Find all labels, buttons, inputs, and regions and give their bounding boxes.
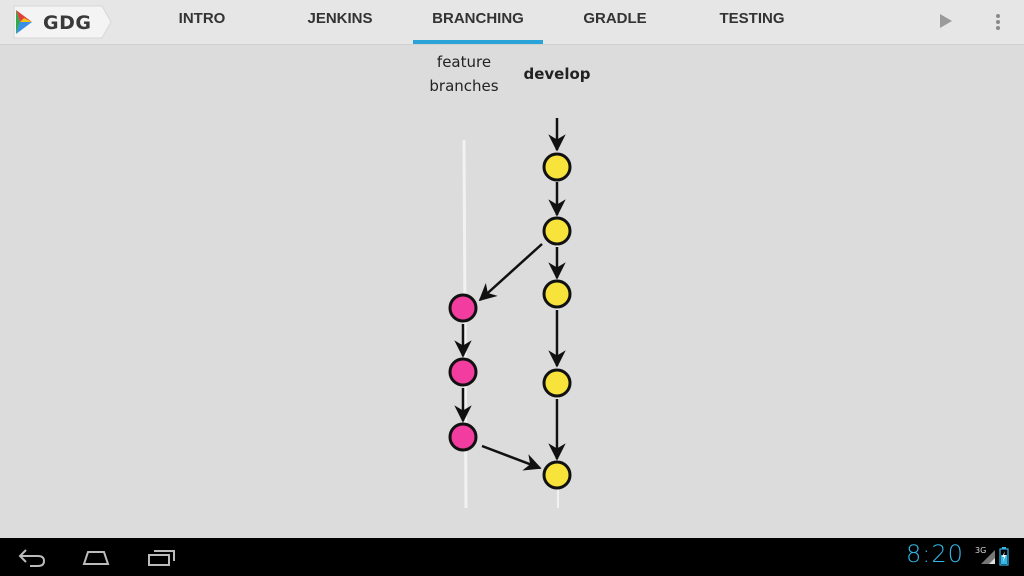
tab-label: JENKINS bbox=[307, 10, 373, 27]
tab-jenkins[interactable]: JENKINS bbox=[290, 0, 390, 44]
tab-intro[interactable]: INTRO bbox=[160, 0, 244, 44]
feature-branches-label: feature branches bbox=[414, 50, 514, 98]
signal-icon bbox=[981, 550, 995, 564]
tab-gradle[interactable]: GRADLE bbox=[568, 0, 662, 44]
system-nav-bar bbox=[0, 538, 1024, 576]
tab-label: INTRO bbox=[178, 10, 226, 27]
develop-commit-node bbox=[542, 216, 572, 246]
feature-guide-line bbox=[462, 139, 468, 509]
branch-arrow bbox=[478, 243, 543, 302]
develop-commit-node bbox=[542, 279, 572, 309]
feature-label-line2: branches bbox=[429, 77, 499, 95]
tab-label: GRADLE bbox=[583, 10, 647, 27]
merge-arrow bbox=[481, 444, 542, 471]
tab-label: BRANCHING bbox=[432, 10, 524, 27]
home-icon[interactable] bbox=[80, 546, 112, 568]
status-clock: 8:20 bbox=[906, 540, 964, 568]
feature-label-line1: feature bbox=[436, 53, 492, 71]
develop-commit-node bbox=[542, 152, 572, 182]
branching-diagram bbox=[448, 118, 572, 509]
feature-commit-node bbox=[448, 422, 478, 452]
tab-label: TESTING bbox=[719, 10, 785, 27]
logo-text: GDG bbox=[43, 12, 92, 34]
develop-commit-node bbox=[542, 460, 572, 490]
play-icon[interactable] bbox=[938, 12, 954, 30]
tab-testing[interactable]: TESTING bbox=[700, 0, 804, 44]
overflow-menu-icon[interactable] bbox=[994, 12, 1002, 32]
slide-content: feature branches develop bbox=[0, 45, 1024, 538]
feature-commit-node bbox=[448, 293, 478, 323]
develop-label: develop bbox=[523, 65, 591, 83]
action-bar: GDG INTRO JENKINS BRANCHING GRADLE TESTI… bbox=[0, 0, 1024, 45]
gdg-logo[interactable]: GDG bbox=[10, 4, 112, 40]
gdg-logo-badge-icon bbox=[13, 5, 112, 39]
recent-apps-icon[interactable] bbox=[146, 546, 178, 568]
develop-commit-node bbox=[542, 368, 572, 398]
feature-commit-node bbox=[448, 357, 478, 387]
battery-icon bbox=[999, 547, 1009, 566]
tab-branching[interactable]: BRANCHING bbox=[413, 0, 543, 44]
back-icon[interactable] bbox=[16, 546, 48, 568]
network-type: 3G bbox=[975, 546, 987, 555]
active-tab-indicator bbox=[413, 40, 543, 44]
